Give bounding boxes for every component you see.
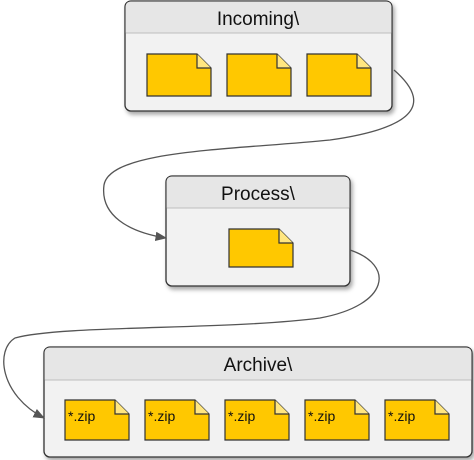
file-body xyxy=(226,53,292,97)
file-fold xyxy=(114,400,129,415)
file-fold xyxy=(276,54,291,69)
incoming-file-icon xyxy=(306,53,372,97)
incoming-box-header xyxy=(125,1,392,33)
file-fold xyxy=(196,54,211,69)
archive-file-icon: *.zip xyxy=(304,399,370,441)
archive-box: Archive\ *.zip *.zip *.zip *.zip *.zip xyxy=(43,346,473,458)
incoming-files xyxy=(146,53,372,97)
process-file-icon xyxy=(228,228,294,268)
file-body xyxy=(306,53,372,97)
archive-file-icon: *.zip xyxy=(144,399,210,441)
archive-box-header xyxy=(44,347,472,380)
file-fold xyxy=(434,400,449,415)
archive-file-icon: *.zip xyxy=(64,399,130,441)
file-body xyxy=(64,399,130,441)
archive-files: *.zip *.zip *.zip *.zip *.zip xyxy=(64,399,450,441)
file-body xyxy=(144,399,210,441)
process-box: Process\ xyxy=(165,175,351,287)
file-fold xyxy=(356,54,371,69)
file-fold xyxy=(274,400,289,415)
incoming-title: Incoming\ xyxy=(217,9,300,30)
incoming-file-icon xyxy=(146,53,212,97)
file-label: *.zip xyxy=(308,408,335,424)
file-label: *.zip xyxy=(148,408,175,424)
connector-process-to-archive xyxy=(3,249,380,419)
process-box-header xyxy=(166,176,350,208)
file-label: *.zip xyxy=(228,408,255,424)
file-body xyxy=(228,228,294,268)
process-title: Process\ xyxy=(221,184,296,205)
file-body xyxy=(384,399,450,441)
file-fold xyxy=(354,400,369,415)
incoming-file-icon xyxy=(226,53,292,97)
archive-file-icon: *.zip xyxy=(384,399,450,441)
process-files xyxy=(228,228,294,268)
file-fold xyxy=(278,229,293,244)
file-body xyxy=(146,53,212,97)
incoming-box: Incoming\ xyxy=(124,0,393,112)
connector-incoming-to-process xyxy=(103,69,415,241)
archive-file-icon: *.zip xyxy=(224,399,290,441)
file-body xyxy=(304,399,370,441)
file-label: *.zip xyxy=(388,408,415,424)
archive-title: Archive\ xyxy=(224,355,293,376)
file-fold xyxy=(194,400,209,415)
file-body xyxy=(224,399,290,441)
file-label: *.zip xyxy=(68,408,95,424)
